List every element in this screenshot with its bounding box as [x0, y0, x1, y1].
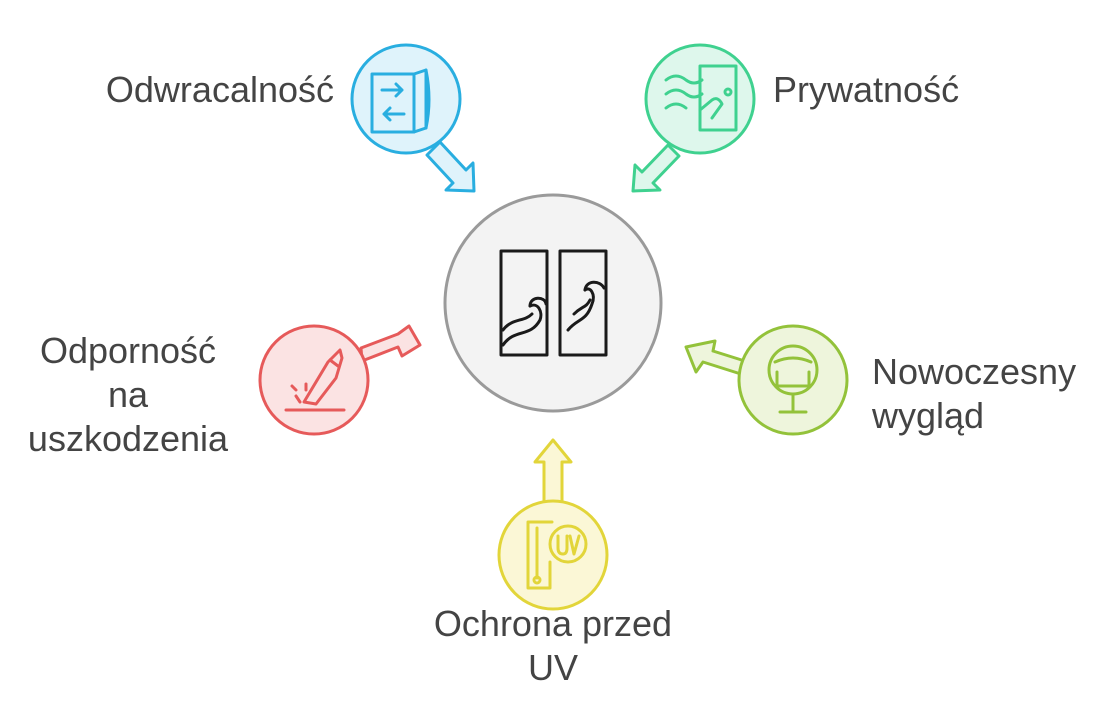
label-uv-line-2: UV — [527, 647, 578, 688]
label-odpornosc: Odporność na uszkodzenia — [0, 329, 256, 461]
knife-scratch-icon — [284, 348, 346, 412]
label-odwracalnosc-line-1: Odwracalność — [105, 69, 334, 110]
label-nowoczesny: Nowoczesny wygląd — [872, 350, 1076, 438]
label-odpornosc-line-3: uszkodzenia — [27, 418, 229, 459]
label-nowoczesny-line-1: Nowoczesny — [872, 351, 1077, 392]
label-prywatnosc: Prywatność — [773, 68, 959, 112]
label-prywatnosc-line-1: Prywatność — [773, 69, 960, 110]
feature-node-prywatnosc — [631, 43, 756, 193]
label-nowoczesny-line-2: wygląd — [872, 395, 985, 436]
center-node — [443, 193, 663, 413]
label-uv: Ochrona przed UV — [403, 602, 703, 690]
label-odwracalnosc: Odwracalność — [106, 68, 334, 112]
privacy-screen-icon — [664, 64, 738, 132]
label-odpornosc-line-2: na — [107, 374, 149, 415]
label-odpornosc-line-1: Odporność — [39, 330, 217, 371]
feature-node-uv — [497, 438, 609, 611]
modern-chair-icon — [767, 344, 819, 414]
feature-node-nowoczesny — [684, 324, 849, 436]
label-uv-line-1: Ochrona przed — [433, 603, 673, 644]
feature-node-odwracalnosc — [350, 43, 476, 193]
feature-node-odpornosc — [258, 324, 422, 436]
uv-protection-icon — [526, 520, 588, 590]
reversible-arrows-icon — [370, 68, 431, 134]
window-film-panels-icon — [499, 249, 608, 357]
